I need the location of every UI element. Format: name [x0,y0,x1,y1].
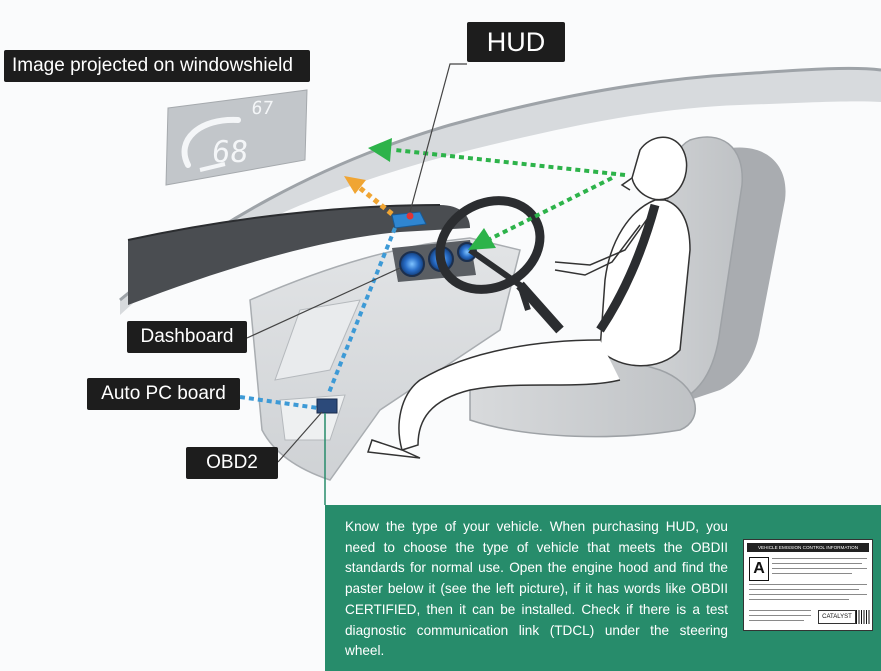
sticker-text-line [772,558,867,560]
sticker-text-line [749,620,804,622]
label-hud: HUD [467,22,565,62]
label-image-projected: Image projected on windowshield [4,50,310,82]
sticker-text-line [749,610,811,612]
windshield-projection: 67 68 [165,89,308,186]
hud-main-readout: 68 [210,135,250,170]
sticker-text-line [749,615,811,617]
sticker-grade: A [749,557,769,581]
info-panel: Know the type of your vehicle. When purc… [325,505,881,671]
hud-top-readout: 67 [250,98,274,119]
driver-figure [366,136,691,459]
dashboard-top [127,204,470,305]
leader-lines [246,63,467,463]
info-text: Know the type of your vehicle. When purc… [345,519,728,659]
steering-wheel [435,196,564,334]
label-dashboard: Dashboard [127,321,247,353]
projection-arrow [344,176,394,216]
sticker-title: VEHICLE EMISSION CONTROL INFORMATION [747,543,869,552]
sticker-text-line [749,589,859,591]
data-cables [239,227,397,410]
label-auto-pc-board: Auto PC board [87,378,240,410]
emission-sticker: VEHICLE EMISSION CONTROL INFORMATION A C… [743,539,873,631]
sight-arrows [368,138,626,250]
sticker-text-line [772,563,862,565]
car-roof [119,66,881,316]
sticker-text-line [772,568,867,570]
obd2-connector [316,398,338,414]
sticker-text-line [749,599,849,601]
sticker-text-line [749,594,867,596]
gauge-cluster [392,240,477,282]
hud-device [391,211,427,229]
sticker-text-line [772,573,852,575]
sticker-text-line [749,584,867,586]
label-obd2: OBD2 [186,447,278,479]
sticker-catalyst: CATALYST [818,610,856,624]
sticker-barcode [856,610,870,624]
